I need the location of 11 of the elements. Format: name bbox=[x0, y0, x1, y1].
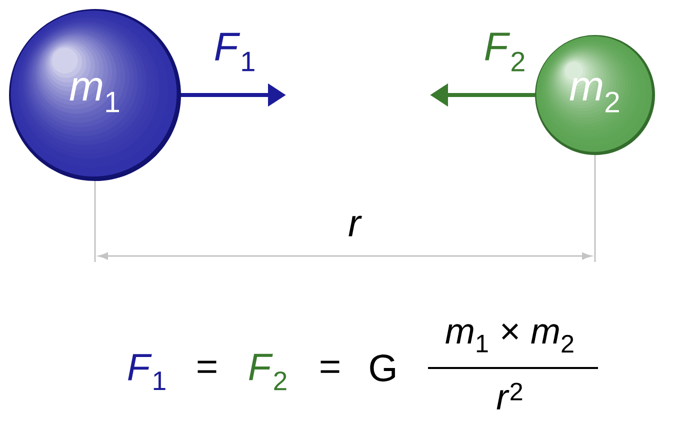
label: m$_{1}$ × m$_{2}$ bbox=[446, 323, 574, 353]
mass-sphere: m$_{2}$ bbox=[535, 35, 655, 155]
label: G bbox=[370, 354, 395, 382]
distance-label: r bbox=[348, 216, 362, 236]
label: F$_{1}$ bbox=[128, 354, 166, 390]
mass-sphere: m$_{1}$ bbox=[9, 9, 181, 181]
equation: F$_{1}$ = F$_{2}$ = G m$_{1}$ × m$_{2}$ r$^{2}$ bbox=[128, 324, 598, 410]
label: = bbox=[198, 360, 216, 373]
label: F$_{2}$ bbox=[249, 354, 286, 390]
label: r$^{2}$ bbox=[496, 382, 522, 410]
label: = bbox=[320, 360, 340, 373]
